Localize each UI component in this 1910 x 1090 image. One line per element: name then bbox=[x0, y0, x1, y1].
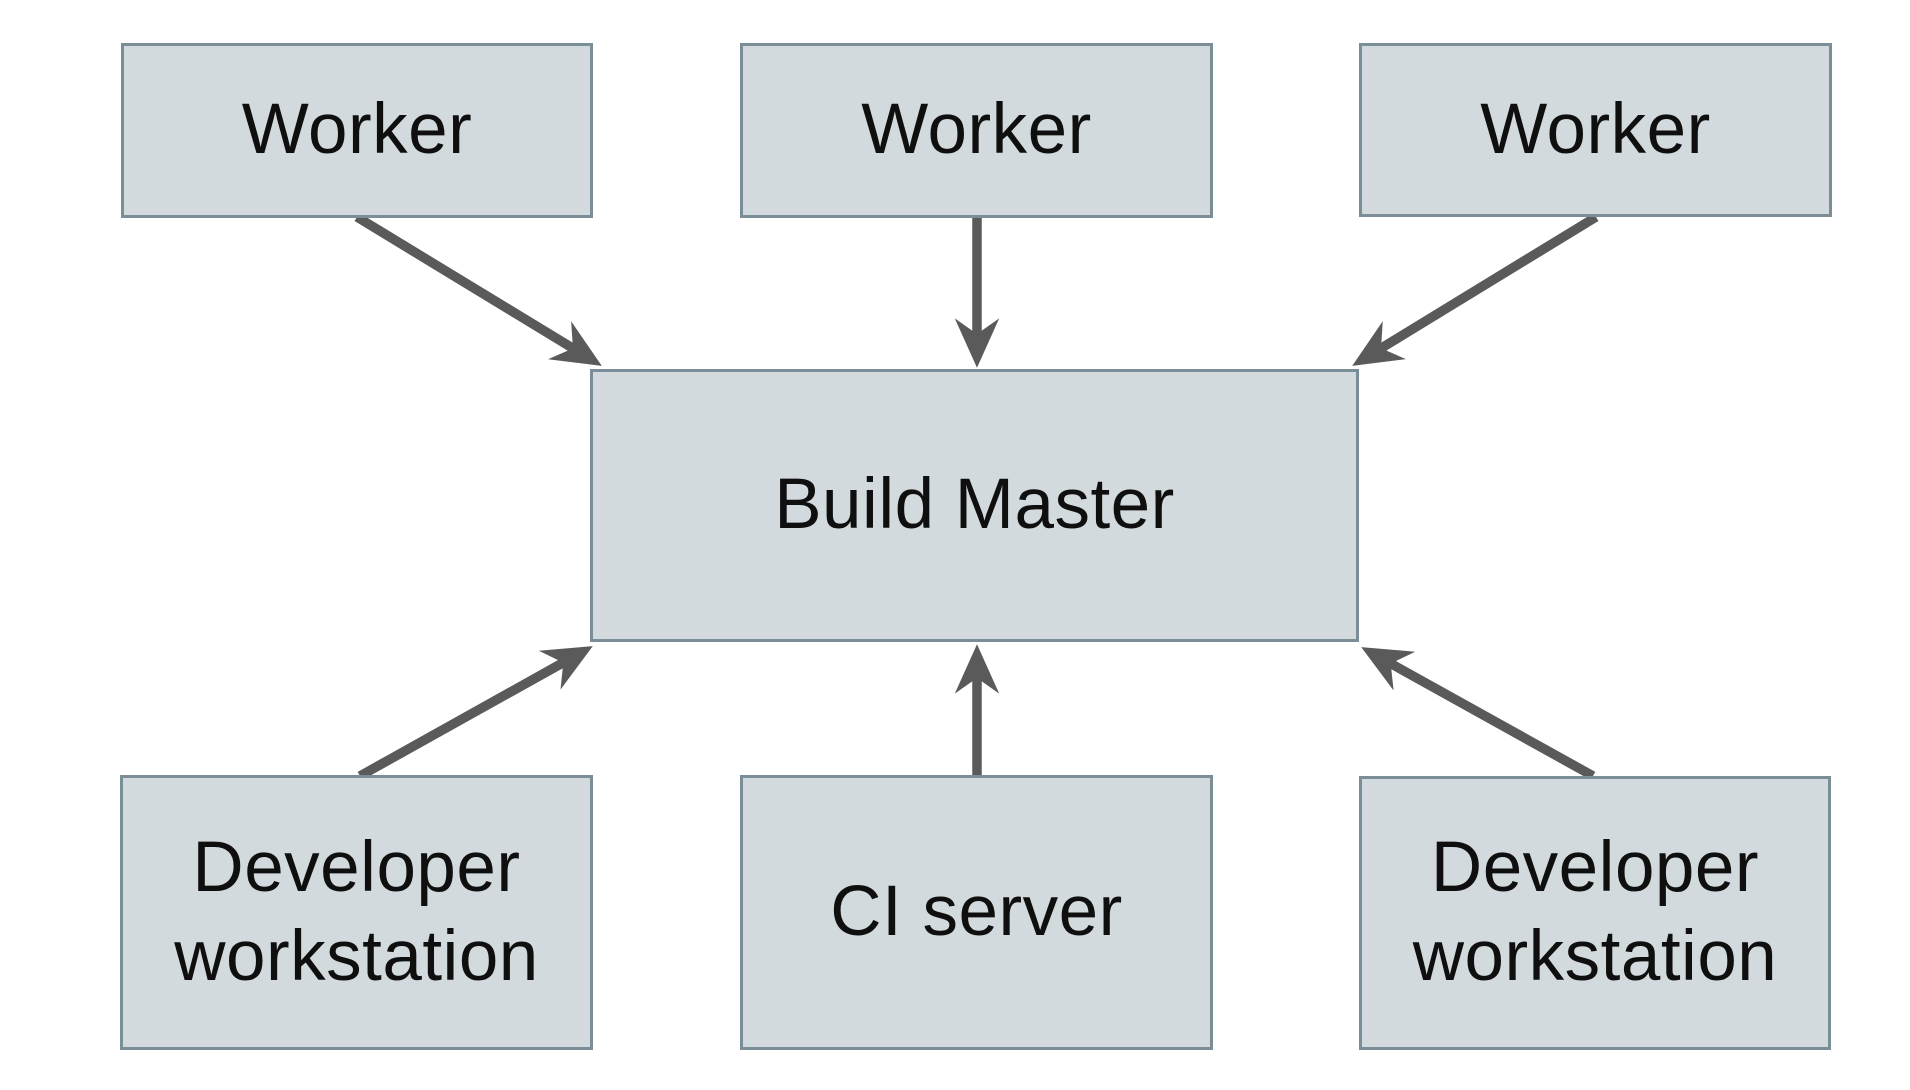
arrow-dev-left-to-build-master bbox=[357, 646, 593, 781]
node-build-master: Build Master bbox=[590, 369, 1359, 642]
node-label-worker-1: Worker bbox=[241, 90, 473, 170]
node-label-dev-workstation-left: Developer workstation bbox=[174, 827, 539, 996]
node-label-ci-server: CI server bbox=[830, 872, 1123, 952]
arrow-worker-3-to-build-master bbox=[1352, 212, 1599, 366]
arrow-worker-1-to-build-master bbox=[354, 212, 602, 366]
node-label-worker-3: Worker bbox=[1480, 89, 1711, 169]
node-label-dev-workstation-right: Developer workstation bbox=[1412, 828, 1778, 996]
node-worker-2: Worker bbox=[740, 43, 1213, 218]
node-label-worker-2: Worker bbox=[861, 90, 1092, 170]
node-worker-3: Worker bbox=[1359, 43, 1832, 217]
node-dev-workstation-right: Developer workstation bbox=[1359, 776, 1831, 1050]
node-label-build-master: Build Master bbox=[774, 465, 1175, 545]
node-dev-workstation-left: Developer workstation bbox=[120, 775, 593, 1050]
arrow-dev-right-to-build-master bbox=[1361, 647, 1596, 781]
node-ci-server: CI server bbox=[740, 775, 1213, 1050]
node-worker-1: Worker bbox=[121, 43, 593, 218]
